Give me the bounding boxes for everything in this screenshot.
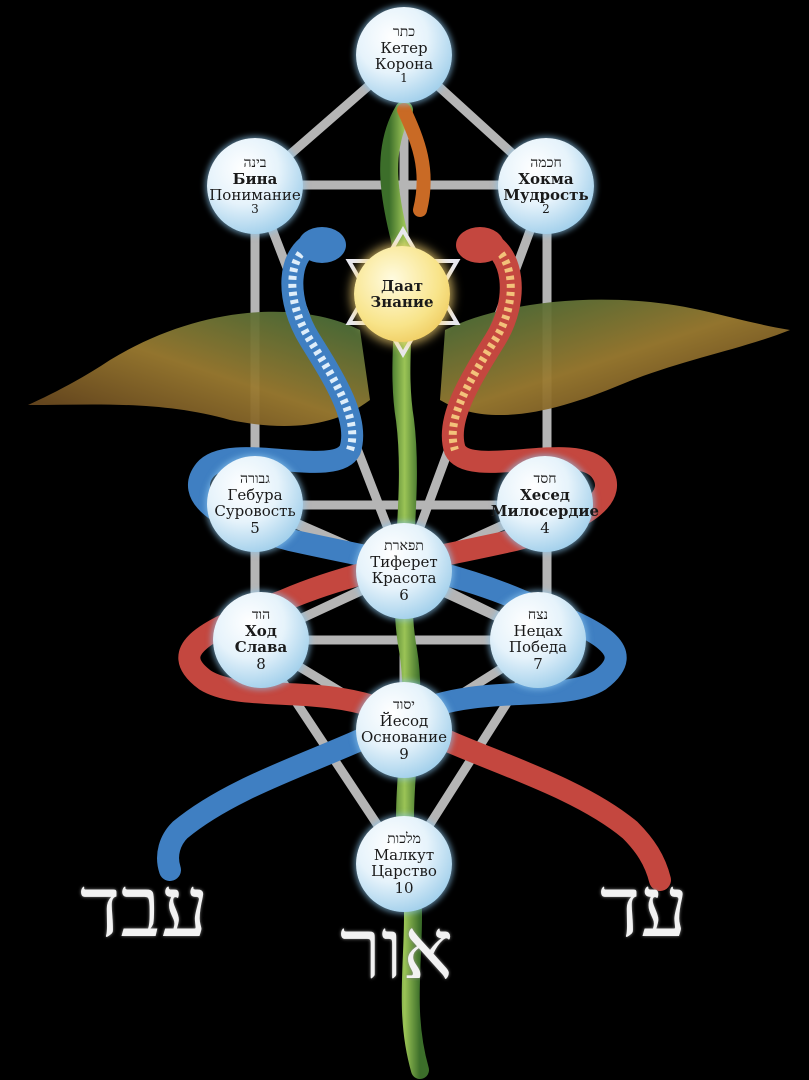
sephira-gevurah: גבורה Гебура Суровость 5 (207, 456, 303, 552)
tiferet-number: 6 (399, 585, 409, 604)
bottom-word-center: אור (340, 900, 454, 998)
sephira-tiferet: תפארת Тиферет Красота 6 (356, 523, 452, 619)
chokhmah-meaning: Мудрость (503, 186, 589, 205)
daat-meaning: Знание (370, 293, 434, 311)
chokhmah-hebrew: חכמה (530, 154, 562, 171)
chesed-name: Хесед (520, 486, 570, 505)
malkhut-hebrew: מלכות (387, 831, 421, 848)
bottom-word-right: עד (600, 858, 688, 956)
yesod-meaning: Основание (361, 728, 447, 747)
keter-hebrew: כתר (392, 23, 416, 40)
netzach-meaning: Победа (508, 638, 568, 657)
gevurah-hebrew: גבורה (240, 471, 270, 488)
keter-name: Кетер (380, 38, 428, 57)
sephira-netzach: נצח Нецах Победа 7 (490, 592, 586, 688)
yesod-number: 9 (399, 744, 409, 763)
sephira-binah: בינה Бина Понимание 3 (207, 138, 303, 234)
netzach-name: Нецах (513, 622, 563, 641)
chesed-meaning: Милосердие (490, 502, 600, 521)
gevurah-number: 5 (250, 518, 260, 537)
binah-number: 3 (251, 202, 259, 217)
tiferet-meaning: Красота (371, 569, 437, 588)
chesed-hebrew: חסד (533, 471, 557, 488)
yesod-hebrew: יסוד (393, 697, 415, 714)
sephira-keter: כתר Кетер Корона 1 (356, 7, 452, 103)
netzach-number: 7 (533, 654, 543, 673)
malkhut-number: 10 (394, 878, 414, 897)
keter-meaning: Корона (374, 55, 434, 74)
sephira-daat: Даат Знание (354, 246, 450, 342)
chesed-number: 4 (540, 518, 550, 537)
hod-number: 8 (256, 654, 266, 673)
bottom-word-left: עבד (80, 858, 209, 956)
malkhut-name: Малкут (373, 846, 435, 865)
sephira-chokhmah: חכמה Хокма Мудрость 2 (498, 138, 594, 234)
sephira-yesod: יסוד Йесод Основание 9 (356, 682, 452, 778)
netzach-hebrew: נצח (527, 607, 549, 624)
daat-name: Даат (380, 276, 424, 295)
gevurah-name: Гебура (227, 486, 283, 505)
sephira-hod: הוד Ход Слава 8 (213, 592, 309, 688)
keter-number: 1 (400, 71, 408, 86)
chokhmah-number: 2 (542, 202, 550, 217)
chokhmah-name: Хокма (518, 169, 574, 188)
right-wing-icon (440, 299, 790, 416)
sephira-malkhut: מלכות Малкут Царство 10 (356, 816, 452, 912)
binah-hebrew: בינה (243, 154, 267, 171)
sephira-chesed: חסד Хесед Милосердие 4 (491, 456, 599, 552)
tiferet-name: Тиферет (370, 553, 438, 572)
hod-meaning: Слава (234, 638, 288, 657)
binah-name: Бина (232, 169, 278, 188)
yesod-name: Йесод (379, 712, 429, 731)
malkhut-meaning: Царство (371, 862, 437, 881)
binah-meaning: Понимание (209, 186, 301, 205)
hod-hebrew: הוד (251, 607, 271, 624)
tiferet-hebrew: תפארת (384, 538, 424, 555)
left-wing-icon (28, 311, 370, 426)
gevurah-meaning: Суровость (214, 502, 296, 521)
hod-name: Ход (245, 622, 277, 641)
